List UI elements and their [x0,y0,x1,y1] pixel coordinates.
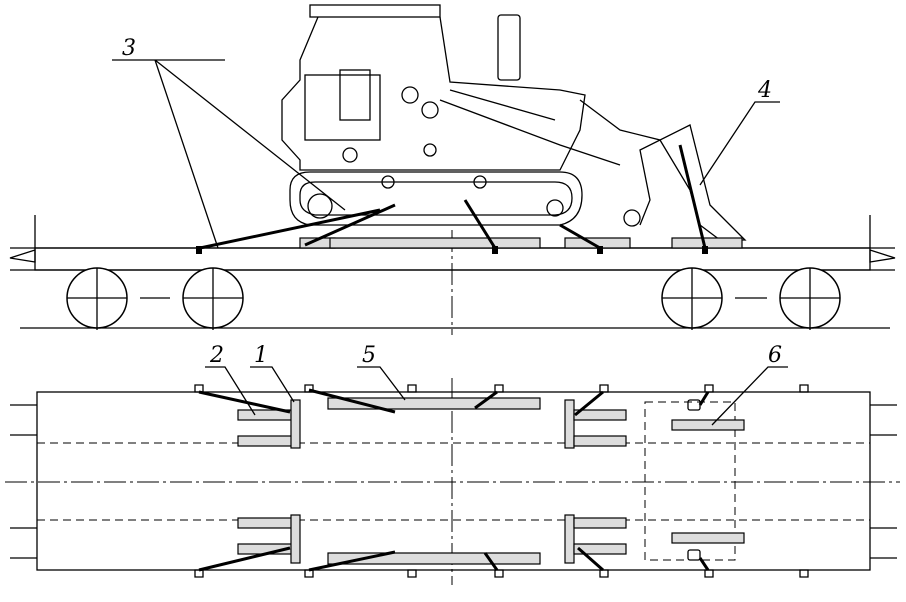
plan-view: 2 1 5 6 [5,343,900,585]
callouts-plan: 2 1 5 6 [205,343,788,426]
transverse-bar [290,514,301,564]
longitudinal-bar [327,552,541,565]
bulldozer [281,4,747,241]
callout-4: 4 [757,78,772,103]
wheelsets [66,267,841,330]
callout-1: 1 [254,343,268,368]
side-view: 3 4 [9,4,896,335]
plan-chocks [237,397,745,565]
side-chocks [299,237,743,249]
callout-5: 5 [362,343,376,368]
callouts-side: 3 4 [112,36,780,249]
transverse-bar [290,399,301,449]
callout-6: 6 [768,343,782,368]
callout-3: 3 [122,36,136,61]
flatcar-plan-outline [36,391,871,571]
longitudinal-bar [329,237,541,249]
longitudinal-bar [327,397,541,410]
flatcar-frame [9,215,896,335]
plan-tie-wires [198,388,710,572]
callout-2: 2 [209,343,224,368]
side-tie-wires [196,144,708,254]
